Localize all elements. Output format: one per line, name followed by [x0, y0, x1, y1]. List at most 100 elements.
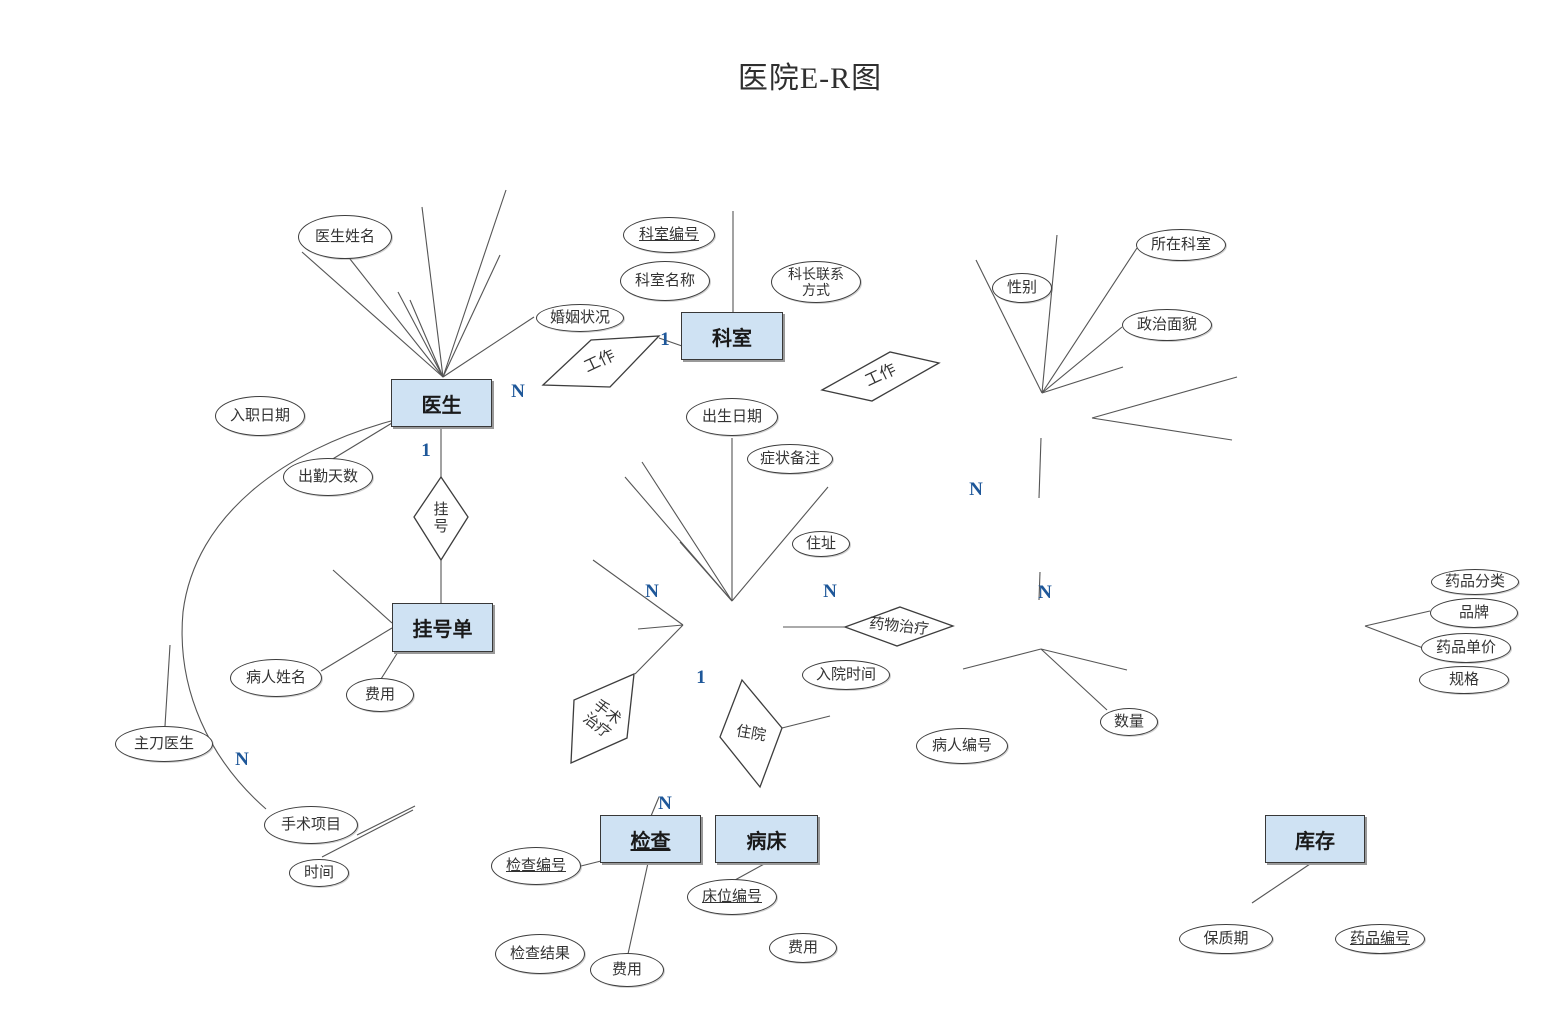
- connector-doctor-name: [349, 258, 444, 378]
- attribute-birth-date[interactable]: 出生日期: [686, 398, 778, 436]
- cardinality-doctor-work-n: N: [511, 381, 525, 402]
- cardinality-patient-bottom-1: 1: [696, 667, 706, 688]
- connector-rp-chevron-b: [1091, 417, 1233, 441]
- connector-rp-chevron-a: [1091, 376, 1238, 419]
- entity-doctor[interactable]: 医生: [391, 379, 492, 427]
- connector-exam-fee: [627, 862, 649, 955]
- entity-department[interactable]: 科室: [681, 312, 783, 360]
- connector-bed-no: [734, 862, 767, 881]
- attribute-exam-fee[interactable]: 费用: [590, 953, 664, 987]
- attribute-chief-surgeon[interactable]: 主刀医生: [115, 726, 213, 762]
- attribute-attendance-days[interactable]: 出勤天数: [283, 458, 373, 496]
- cardinality-examination-n: N: [658, 793, 672, 814]
- connector-rp-vertical-lower: [1038, 571, 1041, 601]
- attribute-doctor-name[interactable]: 医生姓名: [298, 215, 392, 259]
- attribute-surgery-item[interactable]: 手术项目: [264, 806, 358, 844]
- entity-inventory[interactable]: 库存: [1265, 815, 1365, 863]
- relationship-work-left-diamond[interactable]: [541, 335, 661, 388]
- connector-doctor-stub-e: [442, 254, 501, 378]
- connector-rb-stub-a: [962, 648, 1042, 670]
- connector-doctor-stub-upleft: [301, 251, 444, 378]
- connector-patient-stub-a: [641, 461, 733, 602]
- attribute-hire-date[interactable]: 入职日期: [215, 396, 305, 436]
- attribute-bed-no[interactable]: 床位编号: [687, 879, 777, 915]
- connector-drug-price: [1364, 625, 1424, 649]
- cardinality-right-upper-n: N: [969, 479, 983, 500]
- attribute-gender[interactable]: 性别: [992, 273, 1052, 303]
- attribute-drug-unit-price[interactable]: 药品单价: [1421, 633, 1511, 663]
- connector-rp-stub-b: [1041, 366, 1124, 394]
- connector-doctor-stub-a: [397, 291, 444, 378]
- attribute-shelf-life[interactable]: 保质期: [1179, 924, 1273, 954]
- cardinality-patient-right-n: N: [823, 581, 837, 602]
- connector-patient-left-tick: [637, 624, 684, 630]
- connector-rb-stub-b: [1040, 648, 1128, 671]
- attribute-bed-fee[interactable]: 费用: [769, 933, 837, 963]
- cardinality-surgeon-arc-n: N: [235, 749, 249, 770]
- connector-patient-stub-c: [679, 541, 733, 602]
- connector-rp-vertical-upper: [1038, 437, 1042, 499]
- connector-doctor-marital: [442, 316, 535, 378]
- cardinality-work-dept-1: 1: [660, 329, 670, 350]
- connector-inventory-stub: [1251, 863, 1311, 904]
- attribute-drug-no[interactable]: 药品编号: [1335, 924, 1425, 954]
- connector-surgery-time: [321, 809, 414, 858]
- attribute-symptom-note[interactable]: 症状备注: [747, 444, 833, 474]
- connector-doctor-stub-d: [442, 189, 507, 378]
- connector-rp-gender: [1041, 234, 1058, 394]
- entity-sickbed[interactable]: 病床: [715, 815, 818, 863]
- connector-patient-address: [731, 486, 829, 602]
- attribute-reg-fee[interactable]: 费用: [346, 678, 414, 712]
- attribute-dept-head-contact[interactable]: 科长联系方式: [771, 261, 861, 303]
- relationship-drugtreat-diamond[interactable]: [843, 606, 955, 647]
- connector-rp-political: [1041, 326, 1123, 394]
- relationship-register-label: 挂号: [433, 500, 449, 535]
- attribute-patient-name[interactable]: 病人姓名: [230, 659, 322, 697]
- connector-regform-stub: [332, 569, 393, 624]
- relationship-work-right-diamond[interactable]: [820, 351, 941, 402]
- connector-doctor-surgery-arc: [181, 420, 392, 810]
- attribute-political-status[interactable]: 政治面貌: [1122, 309, 1212, 341]
- attribute-quantity[interactable]: 数量: [1100, 708, 1158, 736]
- connector-surgery-item: [356, 805, 416, 836]
- cardinality-doctor-register-1: 1: [421, 440, 431, 461]
- attribute-surgery-time[interactable]: 时间: [289, 859, 349, 887]
- relationship-register-diamond[interactable]: [413, 475, 469, 562]
- connector-patient-surgery: [634, 624, 684, 675]
- attribute-spec[interactable]: 规格: [1419, 666, 1509, 694]
- cardinality-patient-left-n: N: [645, 581, 659, 602]
- connector-rp-located-dept: [1041, 247, 1138, 394]
- attribute-brand[interactable]: 品牌: [1430, 598, 1518, 628]
- connector-regform-fee: [380, 651, 399, 680]
- relationship-hospitalization-diamond[interactable]: [719, 678, 783, 789]
- connector-work-department: [658, 337, 683, 347]
- connector-rb-quantity: [1040, 648, 1108, 711]
- attribute-address[interactable]: 住址: [792, 531, 850, 557]
- connector-doctor-stub-c: [421, 206, 444, 378]
- attribute-patient-no[interactable]: 病人编号: [916, 728, 1008, 764]
- connector-patient-left-stub: [592, 559, 684, 626]
- relationship-surgery-diamond[interactable]: [570, 672, 635, 765]
- connector-exam-no: [580, 860, 602, 867]
- connector-doctor-attendance: [330, 422, 393, 461]
- connector-chief-surgeon-stub: [164, 644, 171, 727]
- connector-examination-stub: [650, 796, 660, 817]
- cardinality-right-lower-n: N: [1038, 582, 1052, 603]
- diagram-title: 医院E-R图: [737, 62, 883, 95]
- attribute-dept-no[interactable]: 科室编号: [623, 217, 715, 253]
- attribute-drug-category[interactable]: 药品分类: [1431, 569, 1519, 595]
- entity-examination[interactable]: 检查: [600, 815, 701, 863]
- connector-doctor-stub-b: [409, 299, 444, 378]
- attribute-admission-time[interactable]: 入院时间: [802, 660, 890, 690]
- entity-registration-form[interactable]: 挂号单: [392, 603, 493, 652]
- attribute-dept-name[interactable]: 科室名称: [620, 261, 710, 301]
- connector-rp-stub-a: [975, 259, 1043, 394]
- attribute-located-dept[interactable]: 所在科室: [1136, 229, 1226, 261]
- attribute-exam-no[interactable]: 检查编号: [491, 847, 581, 885]
- connector-hospitalization-stub: [781, 715, 831, 729]
- connector-brand: [1364, 610, 1431, 627]
- attribute-marital-status[interactable]: 婚姻状况: [536, 304, 624, 332]
- attribute-exam-result[interactable]: 检查结果: [495, 934, 585, 974]
